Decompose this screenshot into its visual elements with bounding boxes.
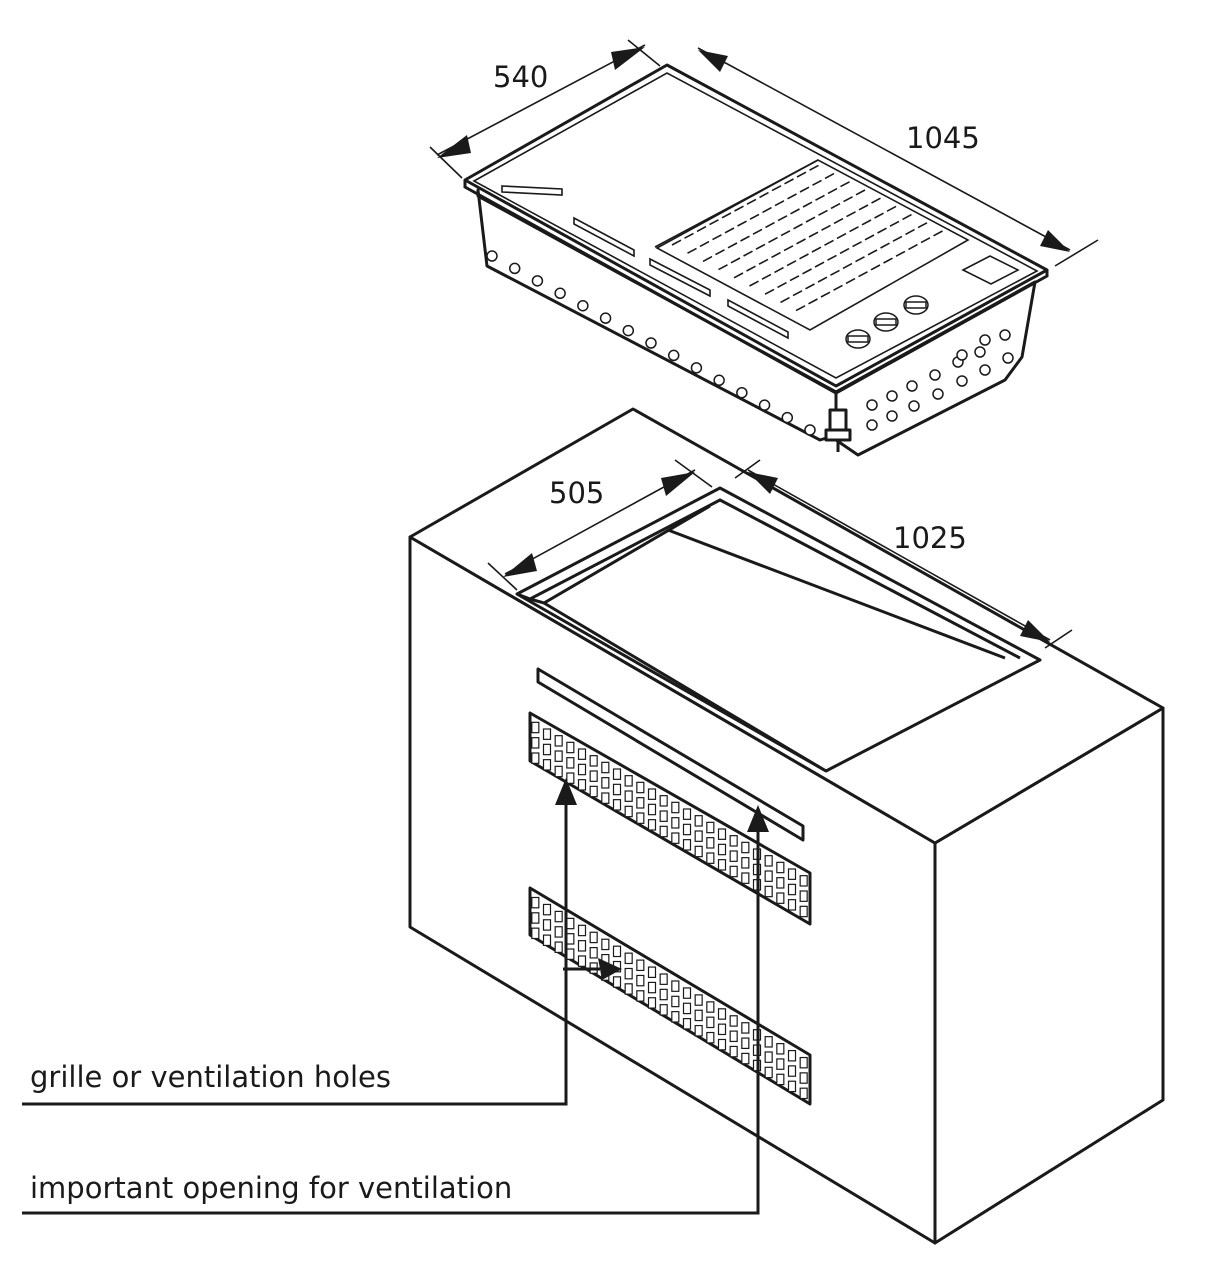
callout-grille-leader [22, 800, 568, 1106]
lower-grille [528, 886, 812, 1106]
hob-ventilation-holes [486, 250, 1014, 436]
upper-grille [528, 711, 812, 926]
hob-grill-plate [655, 159, 970, 331]
dimension-lines [429, 39, 1099, 649]
dimension-cutout-depth: 505 [549, 476, 604, 510]
callout-opening-leader [22, 827, 760, 1215]
dimension-cutout-width: 1025 [893, 521, 967, 555]
hob [463, 63, 1049, 457]
hob-gas-connector [824, 408, 852, 452]
dimension-hob-depth: 540 [493, 60, 548, 94]
hob-knobs [845, 295, 929, 349]
cabinet [408, 407, 1165, 1245]
dimension-hob-width: 1045 [906, 121, 980, 155]
callout-lines [22, 778, 769, 1215]
ventilation-slot [536, 667, 805, 842]
hob-display [961, 255, 1020, 285]
callout-opening-label: important opening for ventilation [30, 1171, 512, 1205]
cabinet-cutout [515, 486, 1042, 773]
callout-grille-label: grille or ventilation holes [30, 1060, 391, 1094]
